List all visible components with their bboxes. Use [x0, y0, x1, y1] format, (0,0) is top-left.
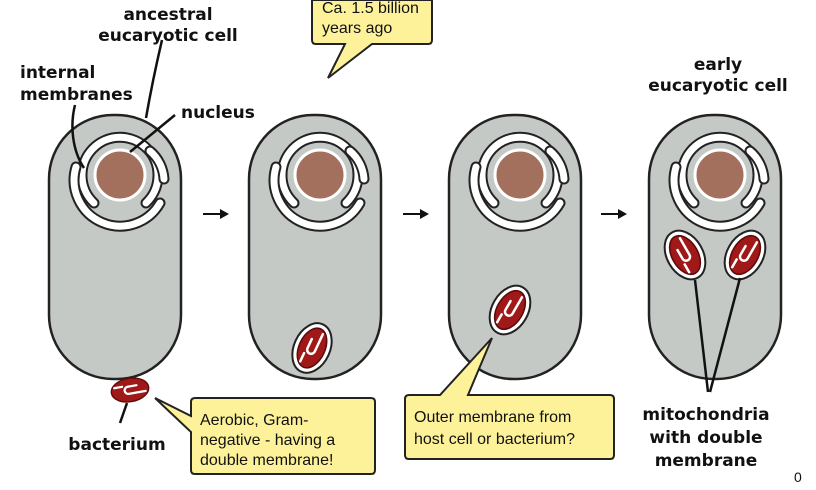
- label-mito-line1: mitochondria: [642, 405, 769, 425]
- arrow-1: [203, 209, 229, 219]
- page-number: 0: [794, 469, 802, 485]
- callout-time: Ca. 1.5 billion years ago: [311, 0, 433, 79]
- leader-lines: [71, 39, 742, 424]
- ancestral-cell: [47, 113, 183, 381]
- engulfing-cell: [247, 113, 383, 381]
- label-early-line1: early: [694, 55, 742, 75]
- callout-outer-line2: host cell or bacterium?: [414, 431, 575, 448]
- label-mito-line3: membrane: [655, 451, 758, 471]
- callout-outer-membrane: Outer membrane from host cell or bacteri…: [404, 337, 615, 460]
- label-early-line2: eucaryotic cell: [648, 76, 788, 96]
- internalized-cell: [447, 113, 583, 381]
- label-mito-line2: with double: [649, 428, 762, 448]
- callout-aerobic-line2: negative - having a: [200, 432, 335, 449]
- label-ancestral-line1: ancestral: [123, 5, 212, 25]
- arrow-2: [403, 209, 429, 219]
- arrow-3: [601, 209, 627, 219]
- callout-time-line2: years ago: [322, 20, 392, 37]
- callout-aerobic-line3: double membrane!: [200, 452, 333, 469]
- label-nucleus: nucleus: [181, 103, 255, 123]
- callout-aerobic-line1: Aerobic, Gram-: [200, 412, 308, 429]
- early-eucaryotic-cell: [647, 113, 783, 381]
- label-internal-line2: membranes: [20, 85, 133, 105]
- label-ancestral-line2: eucaryotic cell: [98, 26, 238, 46]
- label-internal-line1: internal: [20, 63, 95, 83]
- callout-outer-line1: Outer membrane from: [414, 409, 571, 426]
- label-bacterium: bacterium: [68, 435, 165, 455]
- callout-time-line1: Ca. 1.5 billion: [322, 0, 419, 17]
- callout-aerobic: Aerobic, Gram- negative - having a doubl…: [154, 397, 376, 475]
